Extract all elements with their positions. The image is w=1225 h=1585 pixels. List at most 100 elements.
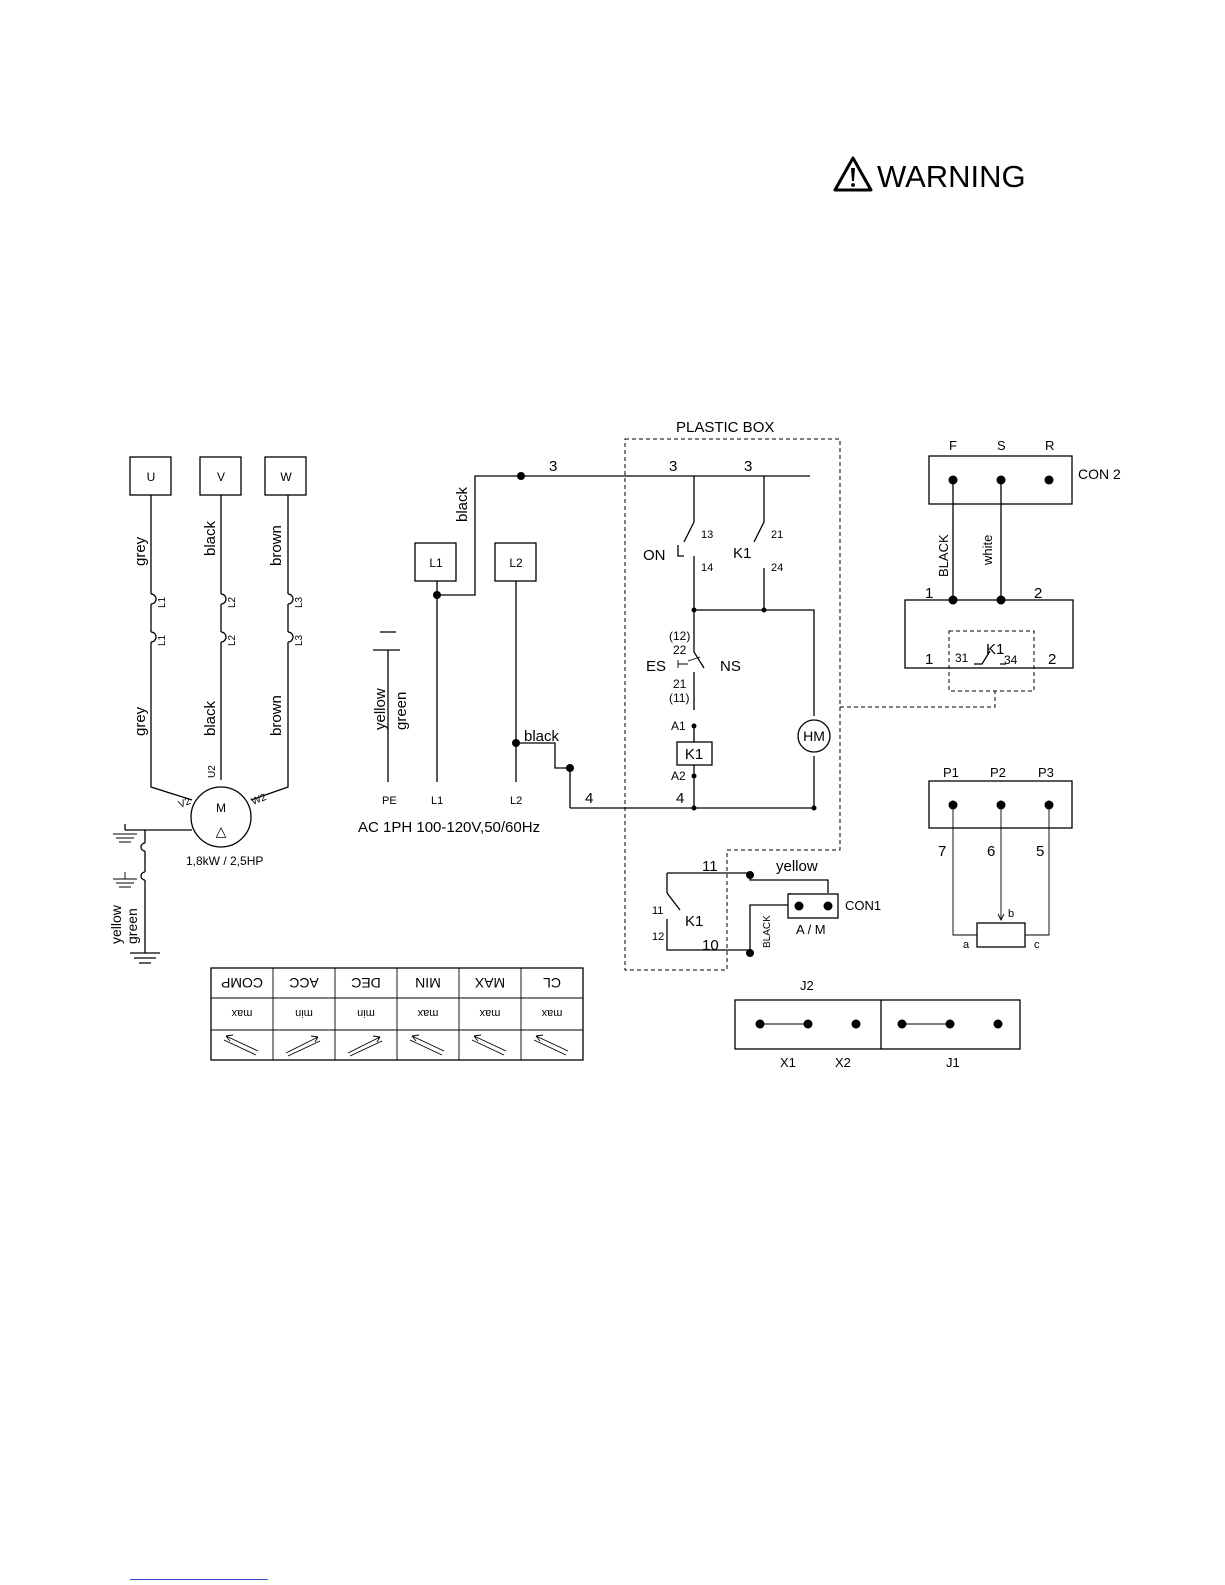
- relay-bottom-1: 1: [925, 651, 933, 668]
- motor-section: U V W grey black brown L1 L2 L3 L1 L2 L3…: [108, 456, 307, 964]
- con2-label: CON 2: [1078, 466, 1121, 482]
- warning-triangle-icon: [833, 156, 873, 192]
- coil-a2: A2: [671, 769, 686, 783]
- connector-upper-l2: L2: [227, 596, 238, 608]
- node-3-b: 3: [669, 458, 677, 475]
- con2-pin-r: R: [1045, 438, 1054, 453]
- node-11: 11: [702, 858, 718, 875]
- supply-pe-label: PE: [382, 795, 397, 807]
- trim-setting-comp: max: [231, 1007, 252, 1019]
- supply-l2-label: L2: [510, 795, 522, 807]
- trim-header-min: MIN: [415, 975, 441, 991]
- trim-table: COMP ACC DEC MIN MAX CL max min min max …: [210, 967, 584, 1061]
- footer-link-underline[interactable]: [130, 1579, 268, 1580]
- hour-meter: [797, 719, 831, 753]
- aux-contact-12: 12: [652, 931, 664, 943]
- node-10: 10: [702, 937, 719, 954]
- am-label: A / M: [796, 922, 826, 937]
- trim-arrow-icon: [409, 1034, 445, 1056]
- motor-delta: △: [216, 823, 227, 839]
- k1-contact-21: 21: [771, 529, 783, 541]
- trim-header-cl: CL: [543, 975, 561, 991]
- es-label: ES: [646, 658, 666, 675]
- es-upper-22: 22: [673, 643, 687, 657]
- trim-header-max: MAX: [474, 975, 505, 991]
- terminal-u: U: [147, 470, 156, 484]
- winding-u2: U2: [207, 765, 218, 778]
- pot-section: P1 P2 P3 7 6 5 a b c: [928, 765, 1073, 951]
- con2-wire-black: BLACK: [936, 534, 951, 577]
- trim-setting-acc: min: [295, 1007, 313, 1019]
- wire-color-v-bottom: black: [202, 700, 219, 736]
- wire-black-aux: BLACK: [762, 915, 773, 948]
- terminal-w: W: [280, 470, 292, 484]
- winding-w2: W2: [250, 792, 268, 808]
- es-lower-21: 21: [673, 677, 687, 691]
- wire-color-u-top: grey: [132, 536, 149, 566]
- trim-setting-cl: max: [541, 1007, 562, 1019]
- pot-end-a: a: [963, 939, 970, 951]
- ground-wire-yellow: yellow: [108, 904, 124, 944]
- supply-section: yellow green L1 black L2 black PE L1 L2 …: [358, 472, 810, 836]
- plastic-box-title: PLASTIC BOX: [676, 419, 774, 436]
- connector-lower-l3: L3: [294, 634, 305, 646]
- pe-wire-green: green: [393, 692, 410, 730]
- trim-header-comp: COMP: [221, 975, 263, 991]
- relay-k1-label: K1: [986, 641, 1004, 658]
- connector-upper-l3: L3: [294, 596, 305, 608]
- con2-pin-s: S: [997, 438, 1006, 453]
- trim-arrow-icon: [471, 1034, 507, 1056]
- motor-rating: 1,8kW / 2,5HP: [186, 854, 263, 868]
- pot-end-b: b: [1008, 908, 1014, 920]
- coil-label: K1: [685, 746, 703, 763]
- motor-letter: M: [216, 801, 226, 815]
- pe-wire-yellow: yellow: [372, 688, 389, 730]
- jumper-j1: J1: [946, 1055, 960, 1070]
- connector-lower-l2: L2: [227, 634, 238, 646]
- connector-lower-l1: L1: [157, 634, 168, 646]
- node-4-a: 4: [585, 790, 593, 807]
- wire-color-u-bottom: grey: [132, 706, 149, 736]
- trim-arrow-icon: [223, 1034, 259, 1056]
- warning-label: WARNING: [877, 159, 1026, 194]
- supply-spec: AC 1PH 100-120V,50/60Hz: [358, 819, 540, 836]
- trim-arrow-icon: [533, 1034, 569, 1056]
- relay-bottom-2: 2: [1048, 651, 1056, 668]
- es-upper-12: (12): [669, 629, 690, 643]
- jumper-section: J2 X1 X2 J1: [734, 978, 1021, 1070]
- on-label: ON: [643, 547, 666, 564]
- trim-arrow-icon: [285, 1035, 321, 1057]
- on-contact-14: 14: [701, 562, 713, 574]
- relay-top-2: 2: [1034, 585, 1042, 602]
- wire-color-w-bottom: brown: [268, 695, 285, 736]
- warning-header: WARNING: [833, 156, 1026, 194]
- pot-number-5: 5: [1036, 843, 1044, 860]
- wire-black-l1: black: [454, 486, 471, 522]
- terminal-v: V: [217, 470, 225, 484]
- pot-number-7: 7: [938, 843, 946, 860]
- wire-black-l2: black: [524, 728, 560, 745]
- aux-k1-label: K1: [685, 913, 703, 930]
- jumper-x1: X1: [780, 1055, 796, 1070]
- node-4-b: 4: [676, 790, 684, 807]
- node-3-c: 3: [744, 458, 752, 475]
- jumper-x2: X2: [835, 1055, 851, 1070]
- trim-header-acc: ACC: [289, 975, 319, 991]
- trim-setting-min: max: [417, 1007, 438, 1019]
- con2-wire-white: white: [980, 535, 995, 566]
- con1-label: CON1: [845, 898, 881, 913]
- k1-label-control: K1: [733, 545, 751, 562]
- ground-wire-green: green: [124, 908, 140, 944]
- relay-contact-31: 31: [955, 651, 969, 665]
- trim-setting-dec: min: [357, 1007, 375, 1019]
- aux-contact-11: 11: [652, 905, 663, 917]
- trim-setting-max: max: [479, 1007, 500, 1019]
- connector-upper-l1: L1: [157, 596, 168, 608]
- trim-arrow-icon: [347, 1035, 383, 1057]
- node-3-a: 3: [549, 458, 557, 475]
- pot-pin-p2: P2: [990, 765, 1006, 780]
- ns-label: NS: [720, 658, 741, 675]
- relay-contact-34: 34: [1004, 653, 1018, 667]
- wire-color-w-top: brown: [268, 525, 285, 566]
